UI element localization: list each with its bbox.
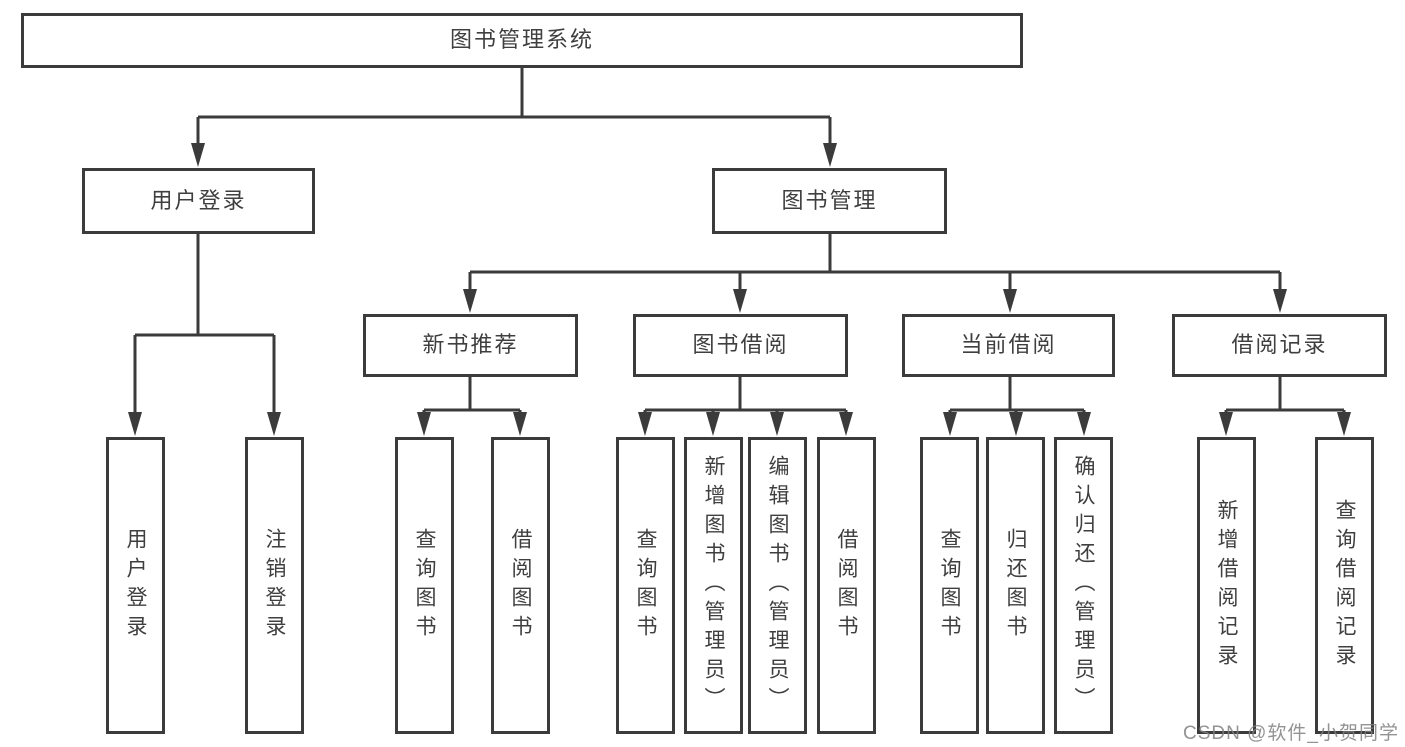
arrow-leaf-user-login [128,412,142,436]
node-book-management: 图书管理 [712,168,947,234]
node-library-management-system: 图书管理系统 [21,13,1023,68]
node-book-borrowing: 图书借阅 [633,314,848,377]
connector-newbookrec-to-leaves [422,377,522,416]
arrow-leaf-query-book-1 [417,412,431,436]
arrow-to-borrow-records [1273,289,1287,313]
arrow-to-current-borrow [1003,289,1017,313]
leaf-add-borrow-record: 新增借阅记录 [1197,437,1256,734]
arrow-leaf-borrow-book-2 [839,412,853,436]
arrow-leaf-query-book-3 [943,412,957,436]
connector-borrowrecords-to-leaves [1224,377,1346,416]
arrow-leaf-borrow-book-1 [513,412,527,436]
arrow-to-book-mgmt [823,143,837,167]
leaf-edit-book-admin: 编辑图书（管理员） [748,437,807,734]
leaf-user-login: 用户登录 [106,437,165,734]
arrow-leaf-query-record [1337,412,1351,436]
node-borrowing-records: 借阅记录 [1172,314,1387,377]
leaf-query-borrow-record: 查询借阅记录 [1315,437,1374,734]
arrow-leaf-return-book [1009,412,1023,436]
arrow-leaf-logout [267,412,281,436]
csdn-watermark: CSDN @软件_小贺同学 [1183,723,1399,744]
leaf-borrow-books-2: 借阅图书 [817,437,876,734]
connector-root-to-level2 [196,68,832,148]
arrow-leaf-edit-book [770,412,784,436]
node-new-book-recommendation: 新书推荐 [363,314,578,377]
arrow-to-user-login [191,143,205,167]
connector-bookborrow-to-leaves [643,377,848,416]
leaf-borrow-books-1: 借阅图书 [491,437,550,734]
arrow-leaf-query-book-2 [638,412,652,436]
leaf-add-book-admin: 新增图书（管理员） [684,437,743,734]
arrow-leaf-add-book [706,412,720,436]
arrow-to-book-borrow [733,289,747,313]
connector-bookmgmt-to-level3 [468,234,1282,295]
node-current-borrowing: 当前借阅 [902,314,1115,377]
arrow-to-new-book-rec [463,289,477,313]
arrow-leaf-add-record [1219,412,1233,436]
leaf-logout: 注销登录 [245,437,304,734]
leaf-query-books-2: 查询图书 [616,437,675,734]
connector-userlogin-to-leaves [133,234,276,417]
leaf-confirm-return-admin: 确认归还（管理员） [1054,437,1113,734]
leaf-query-books-3: 查询图书 [920,437,979,734]
leaf-query-books-1: 查询图书 [395,437,454,734]
arrow-leaf-confirm-return [1077,412,1091,436]
connector-currentborrow-to-leaves [948,377,1086,416]
arrowheads [128,143,1351,436]
node-user-login: 用户登录 [82,168,315,234]
leaf-return-book: 归还图书 [986,437,1045,734]
